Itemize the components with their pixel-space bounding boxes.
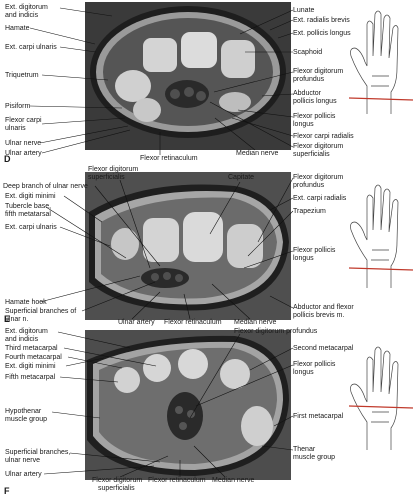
panel-letter-f: F — [4, 486, 10, 496]
hand-diagram-f — [348, 346, 414, 450]
label-deep-branch-ulnar: Deep branch of ulnar nerve — [3, 183, 88, 190]
label-ext-carpi-ulnaris: Ext. carpi ulnaris — [5, 44, 57, 51]
label-second-metacarpal: Second metacarpal — [293, 345, 354, 352]
label-lunate: Lunate — [293, 7, 315, 14]
label-hamate-hook: Hamate hook — [5, 299, 47, 306]
leader-lines-e — [39, 177, 294, 320]
label-ulnar-n: ulnar n. — [5, 316, 29, 323]
label-flexor-retinaculum-e: Flexor retinaculum — [164, 319, 222, 326]
leader-lines-f — [43, 331, 294, 478]
label-pollicis-brevis: pollicis brevis m. — [293, 312, 345, 319]
panel-e: E Flexor digitorum superficialis Capitat… — [0, 166, 419, 328]
label-flexor-digitorum-sup-e: Flexor digitorum — [88, 166, 139, 173]
label-superficial-branches: Superficial branches of — [5, 308, 77, 315]
label-ulnar-artery: Ulnar artery — [5, 150, 42, 157]
label-thenar: Thenar — [293, 446, 316, 453]
label-fifth-metatarsal: fifth metatarsal — [5, 211, 51, 218]
label-triquetrum: Triquetrum — [5, 72, 39, 79]
label-first-metacarpal: First metacarpal — [293, 413, 344, 420]
label-superficialis-e: superficialis — [88, 174, 125, 181]
label-flexor-digitorum: Flexor digitorum — [293, 68, 344, 75]
label-pisiform: Pisiform — [5, 103, 31, 110]
label-flexor-digitorum-f: Flexor digitorum — [92, 477, 143, 484]
label-muscle-group-f: muscle group — [5, 416, 48, 423]
mri-image-e — [85, 172, 291, 320]
label-profundus: profundus — [293, 76, 325, 83]
label-ulnaris: ulnaris — [5, 125, 26, 132]
label-longus: longus — [293, 121, 314, 128]
label-third-metacarpal: Third metacarpal — [5, 345, 58, 352]
label-fourth-metacarpal: Fourth metacarpal — [5, 354, 62, 361]
label-ext-radialis-brevis: Ext. radialis brevis — [293, 17, 350, 24]
label-median-nerve-f: Median nerve — [212, 477, 255, 484]
label-thenar-muscle-group: muscle group — [293, 454, 336, 461]
label-ext-carpi-ulnaris-e: Ext. carpi ulnaris — [5, 224, 57, 231]
label-abductor-flexor: Abductor and flexor — [293, 304, 354, 311]
label-hamate: Hamate — [5, 25, 30, 32]
label-fifth-metacarpal: Fifth metacarpal — [5, 374, 56, 381]
label-flexor-digitorum-prof-f: Flexor digitorum profundus — [234, 328, 318, 335]
mri-image-f — [85, 330, 291, 480]
label-capitate: Capitate — [228, 174, 255, 181]
label-ext-digitorum-f: Ext. digitorum — [5, 328, 48, 335]
label-ulnar-nerve: Ulnar nerve — [5, 140, 42, 147]
label-flexor-digitorum-prof-e: Flexor digitorum — [293, 174, 344, 181]
panel-f: F Flexor digitorum profundus Ext. digito… — [0, 328, 419, 500]
label-ext-digiti-minimi-f: Ext. digiti minimi — [5, 363, 56, 370]
label-abductor: Abductor — [293, 90, 322, 97]
label-and-indicis: and indicis — [5, 12, 39, 19]
label-flexor-pollicis: Flexor pollicis — [293, 113, 336, 120]
leader-lines-d — [29, 7, 294, 155]
label-ulnar-artery-f: Ulnar artery — [5, 471, 42, 478]
label-longus-e: longus — [293, 255, 314, 262]
label-ext-digitorum: Ext. digitorum — [5, 4, 48, 11]
label-ext-digiti-minimi-e: Ext. digiti minimi — [5, 193, 56, 200]
label-flexor-carpi-radialis: Flexor carpi radialis — [293, 133, 354, 140]
label-flexor-digitorum-sup: Flexor digitorum — [293, 143, 344, 150]
label-flexor-carpi: Flexor carpi — [5, 117, 42, 124]
label-ulnar-nerve-f: ulnar nerve — [5, 457, 41, 464]
label-flexor-pollicis-e: Flexor pollicis — [293, 247, 336, 254]
label-scaphoid: Scaphoid — [293, 49, 323, 56]
panel-d: D Ext. digitorum and indicis Hamate Ext.… — [0, 0, 419, 166]
hand-diagram-d — [348, 10, 414, 114]
label-ext-carpi-radialis: Ext. carpi radialis — [293, 195, 347, 202]
label-hypothenar: Hypothenar — [5, 408, 42, 415]
hand-diagram-e — [348, 184, 414, 288]
panel-letter-e: E — [4, 314, 11, 324]
label-median-nerve-e: Median nerve — [234, 319, 277, 326]
label-flexor-retinaculum: Flexor retinaculum — [140, 155, 198, 162]
label-flexor-pollicis-f: Flexor pollicis — [293, 361, 336, 368]
label-trapezium: Trapezium — [293, 208, 326, 215]
label-ext-pollicis-longus: Ext. pollicis longus — [293, 30, 351, 37]
label-longus-f: longus — [293, 369, 314, 376]
label-median-nerve: Median nerve — [236, 150, 279, 157]
label-profundus-e: profundus — [293, 182, 325, 189]
panel-letter-d: D — [4, 154, 11, 164]
label-pollicis-longus: pollicis longus — [293, 98, 337, 105]
label-flexor-retinaculum-f: Flexor retinaculum — [148, 477, 206, 484]
label-superficial-branches-f: Superficial branches, — [5, 449, 71, 456]
label-tubercle-base: Tubercle base, — [5, 203, 52, 210]
label-ulnar-artery-e: Ulnar artery — [118, 319, 155, 326]
label-superficialis: superficialis — [293, 151, 330, 158]
label-and-indicis-f: and indicis — [5, 336, 39, 343]
label-superficialis-f: superficialis — [98, 485, 135, 492]
